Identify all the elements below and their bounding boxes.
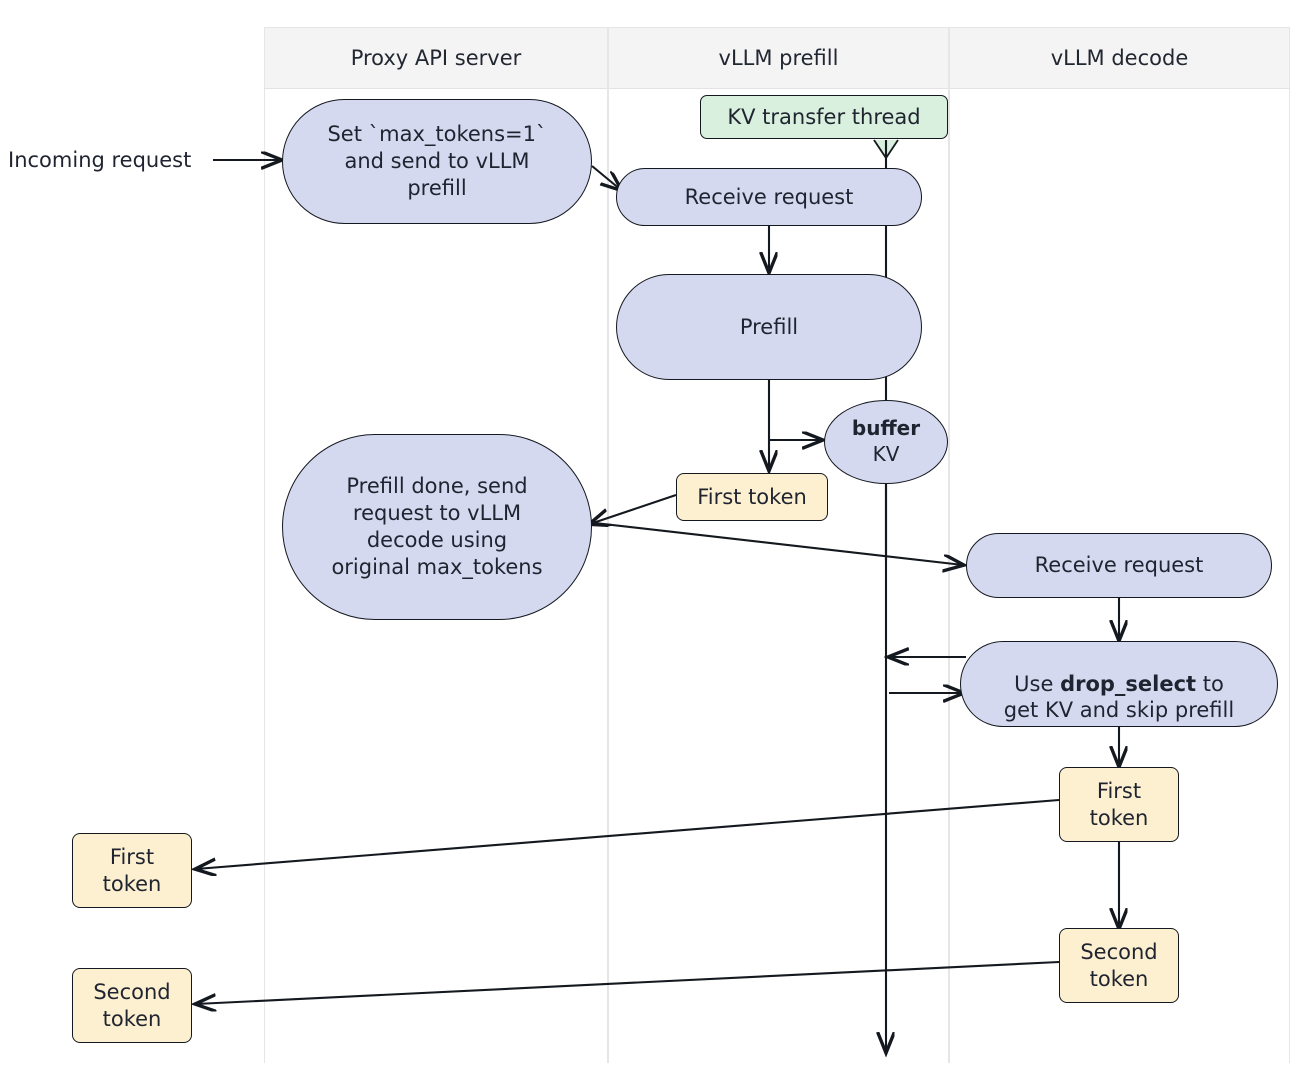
node-prefill-first-token[interactable]: First token [676, 473, 828, 521]
edge-decode-first-token-to-proxy [196, 798, 1060, 869]
node-drop-select-prefix: Use [1014, 671, 1061, 696]
lane-header-proxy-label: Proxy API server [350, 46, 522, 70]
node-decode-second-token[interactable]: Second token [1059, 928, 1179, 1003]
incoming-request-label: Incoming request [8, 148, 192, 172]
swimlane-frame [264, 27, 1290, 1063]
lane-header-proxy: Proxy API server [265, 28, 607, 88]
lane-header-prefill: vLLM prefill [609, 28, 948, 88]
node-prefill-done[interactable]: Prefill done, send request to vLLM decod… [282, 434, 592, 620]
lane-header-rule [264, 88, 1290, 89]
node-drop-select-keyword: drop_select [1060, 671, 1197, 696]
node-prefill-receive-request[interactable]: Receive request [616, 168, 922, 226]
node-proxy-second-token[interactable]: Second token [72, 968, 192, 1043]
lane-header-prefill-label: vLLM prefill [718, 46, 839, 70]
node-buffer-kv-subtitle: KV [872, 442, 900, 466]
node-set-max-tokens[interactable]: Set `max_tokens=1` and send to vLLM pref… [282, 99, 592, 224]
node-kv-transfer-thread-note[interactable]: KV transfer thread [700, 95, 948, 139]
node-drop-select-suffix: to [1196, 671, 1224, 696]
edge-setmaxtokens-to-prefill-receive [591, 165, 621, 190]
node-buffer-kv[interactable]: buffer KV [824, 400, 948, 484]
edge-prefill-done-to-decode-receive [585, 520, 963, 565]
node-proxy-first-token[interactable]: First token [72, 833, 192, 908]
node-drop-select-line1: Use drop_select to [1014, 644, 1224, 698]
lane-header-decode-label: vLLM decode [1050, 46, 1189, 70]
edge-decode-second-token-to-proxy [196, 960, 1060, 1004]
lane-header-decode: vLLM decode [950, 28, 1289, 88]
lane-divider-2 [948, 28, 950, 1063]
edge-first-token-to-prefill-done [590, 494, 677, 524]
node-prefill[interactable]: Prefill [616, 274, 922, 380]
node-drop-select-line2: get KV and skip prefill [1003, 698, 1235, 723]
node-decode-receive-request[interactable]: Receive request [966, 533, 1272, 598]
lane-divider-1 [607, 28, 609, 1063]
node-buffer-kv-title: buffer [851, 416, 921, 441]
node-decode-first-token[interactable]: First token [1059, 767, 1179, 842]
node-drop-select[interactable]: Use drop_select to get KV and skip prefi… [960, 641, 1278, 727]
